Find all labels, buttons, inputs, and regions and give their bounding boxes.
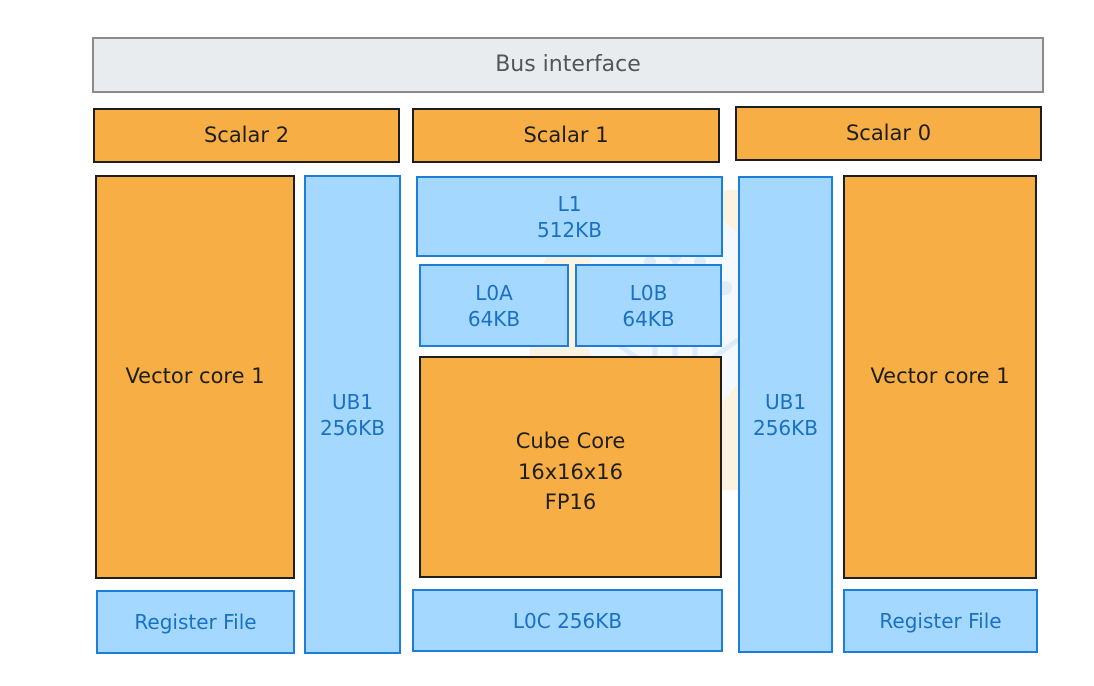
scalar-0-label: Scalar 0: [845, 120, 932, 145]
cube-core-box: Cube Core 16x16x16 FP16: [419, 356, 722, 578]
l0a-name: L0A: [475, 280, 513, 305]
left-register-file-label: Register File: [134, 610, 257, 634]
l0b-size: 64KB: [622, 306, 675, 331]
left-register-file-box: Register File: [96, 590, 295, 654]
right-register-file-label: Register File: [879, 609, 1002, 633]
right-register-file-box: Register File: [843, 589, 1038, 653]
l0c-label: L0C 256KB: [512, 608, 623, 633]
left-ub1-box: UB1 256KB: [304, 175, 401, 654]
l1-name: L1: [557, 191, 582, 216]
left-vector-core-box: Vector core 1: [95, 175, 295, 579]
l0c-box: L0C 256KB: [412, 589, 723, 652]
l1-size: 512KB: [536, 217, 602, 242]
cube-core-dims: 16x16x16: [517, 459, 624, 484]
l0b-box: L0B 64KB: [575, 264, 722, 347]
cube-core-precision: FP16: [544, 490, 597, 515]
bus-interface-label: Bus interface: [495, 51, 641, 77]
scalar-1-box: Scalar 1: [412, 108, 720, 163]
cube-core-name: Cube Core: [515, 429, 626, 454]
right-ub1-name: UB1: [764, 389, 807, 414]
right-vector-core-box: Vector core 1: [843, 175, 1037, 579]
l0b-name: L0B: [629, 280, 668, 305]
left-ub1-size: 256KB: [319, 415, 385, 440]
scalar-0-box: Scalar 0: [735, 106, 1042, 161]
l0a-size: 64KB: [467, 306, 521, 331]
scalar-2-label: Scalar 2: [203, 122, 290, 147]
l0a-box: L0A 64KB: [419, 264, 569, 347]
right-ub1-size: 256KB: [752, 415, 818, 440]
right-vector-core-label: Vector core 1: [870, 364, 1010, 389]
right-ub1-box: UB1 256KB: [738, 176, 833, 653]
bus-interface-box: Bus interface: [92, 37, 1044, 93]
l1-box: L1 512KB: [416, 176, 723, 257]
left-ub1-name: UB1: [331, 389, 374, 414]
scalar-2-box: Scalar 2: [93, 108, 400, 163]
left-vector-core-label: Vector core 1: [125, 364, 265, 389]
scalar-1-label: Scalar 1: [523, 122, 609, 147]
